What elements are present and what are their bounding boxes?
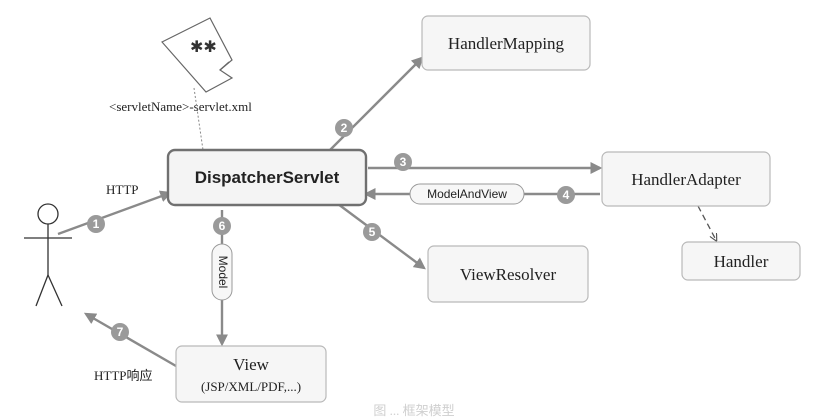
dispatcher-servlet-box: DispatcherServlet <box>166 148 368 207</box>
svg-text:3: 3 <box>400 155 407 169</box>
view-sublabel: (JSP/XML/PDF,...) <box>201 379 301 394</box>
model-and-view-tag: ModelAndView <box>409 183 525 205</box>
step-badge-4: 4 <box>557 186 575 204</box>
handler-adapter-label: HandlerAdapter <box>631 170 741 189</box>
model-tag: Model <box>211 243 233 301</box>
handler-mapping-label: HandlerMapping <box>448 34 565 53</box>
svg-text:4: 4 <box>563 188 570 202</box>
http-request-label: HTTP <box>106 182 139 197</box>
config-file-stars: ✱✱ <box>190 37 217 56</box>
handler-mapping-box: HandlerMapping <box>421 15 591 71</box>
svg-text:7: 7 <box>117 325 124 339</box>
svg-text:5: 5 <box>369 225 376 239</box>
step-badge-3: 3 <box>394 153 412 171</box>
step-badge-7: 7 <box>111 323 129 341</box>
svg-text:ModelAndView: ModelAndView <box>427 187 507 201</box>
arrow-request <box>57 190 173 236</box>
view-label: View <box>233 355 270 374</box>
config-file-label: <servletName>-servlet.xml <box>109 99 252 114</box>
dispatcher-servlet-label: DispatcherServlet <box>195 168 340 187</box>
view-resolver-box: ViewResolver <box>427 245 589 303</box>
svg-text:Model: Model <box>216 256 230 289</box>
step-badge-5: 5 <box>363 223 381 241</box>
arrow-to-view-resolver <box>337 203 426 270</box>
step-badge-2: 2 <box>335 119 353 137</box>
svg-text:1: 1 <box>93 217 100 231</box>
view-box: View (JSP/XML/PDF,...) <box>175 345 327 403</box>
figure-caption: 图 ... 框架模型 <box>373 403 454 418</box>
user-stick-figure-icon <box>24 203 72 307</box>
step-badge-1: 1 <box>87 215 105 233</box>
svg-text:2: 2 <box>341 121 348 135</box>
http-response-label: HTTP响应 <box>94 368 153 383</box>
handler-adapter-box: HandlerAdapter <box>601 151 771 207</box>
step-badge-6: 6 <box>213 217 231 235</box>
svg-text:6: 6 <box>219 219 226 233</box>
handler-box: Handler <box>681 241 801 281</box>
arrow-response <box>83 312 177 368</box>
xml-document-icon: ✱✱ <box>161 17 234 93</box>
handler-label: Handler <box>714 252 769 271</box>
arrow-to-handler <box>697 205 716 240</box>
view-resolver-label: ViewResolver <box>460 265 557 284</box>
config-dotted-link <box>193 87 204 151</box>
